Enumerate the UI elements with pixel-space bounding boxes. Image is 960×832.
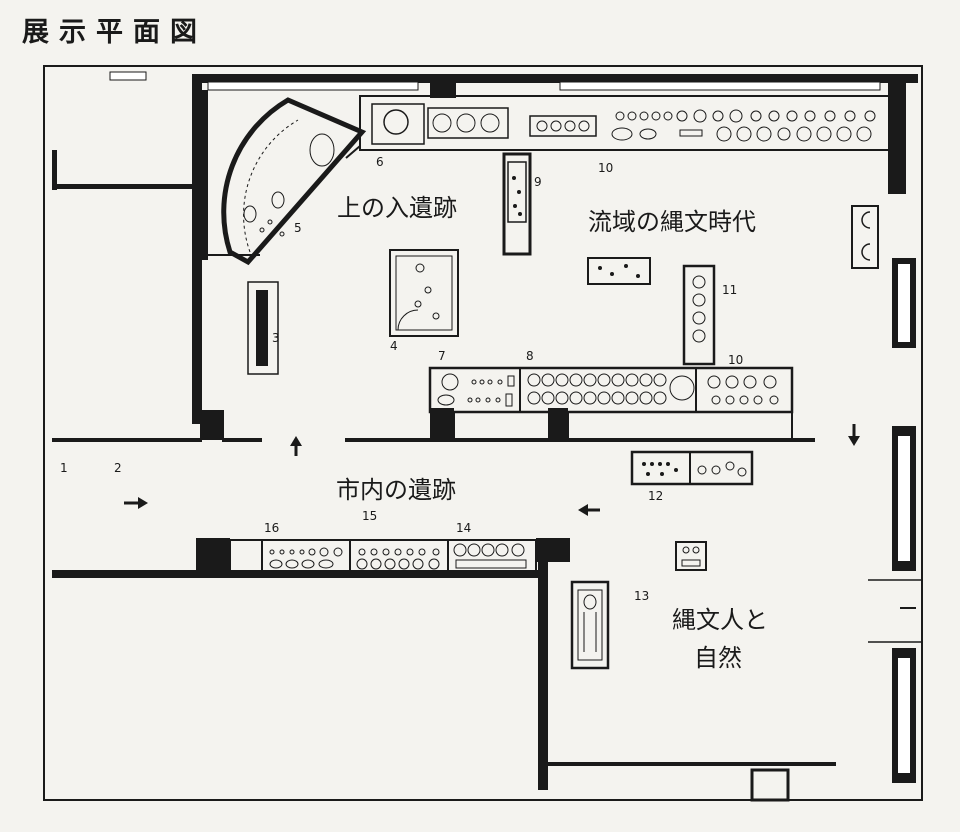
right-window-1-glass xyxy=(898,264,910,342)
area-kaminoiri: 上の入遺跡 xyxy=(337,194,457,222)
lower-vertical-wall xyxy=(538,560,548,790)
top-wall xyxy=(200,74,918,83)
case-row-7-8-10 xyxy=(428,366,794,414)
exhibit-number: 12 xyxy=(648,489,663,503)
outer-boundary xyxy=(43,65,923,801)
exhibit-number: 15 xyxy=(362,509,377,523)
exhibit-number: 6 xyxy=(376,155,384,169)
flow-arrows xyxy=(124,424,860,516)
left-partition xyxy=(192,74,202,424)
left-room-wall xyxy=(52,184,194,189)
exhibit-number: 10 xyxy=(728,353,743,367)
exhibit-number: 1 xyxy=(60,461,68,475)
corridor-wall-left-2 xyxy=(222,438,262,442)
case-right-wall xyxy=(851,205,879,269)
case-3 xyxy=(247,281,279,375)
exhibit-number: 3 xyxy=(272,331,280,345)
exhibit-number: 8 xyxy=(526,349,534,363)
case-top-b xyxy=(427,107,509,139)
pillar-left xyxy=(200,410,224,440)
exhibit-number: 9 xyxy=(534,175,542,189)
lower-pillar-right xyxy=(536,538,570,562)
case-9 xyxy=(502,152,532,256)
plan-title: 展示平面図 xyxy=(22,17,207,48)
area-jomonjin-line2: 自然 xyxy=(694,644,742,672)
exhibit-number: 2 xyxy=(114,461,122,475)
case-13-tall xyxy=(570,580,610,670)
exhibit-number: 5 xyxy=(294,221,302,235)
right-window-2-glass xyxy=(898,436,910,561)
top-case-row xyxy=(359,95,891,151)
lower-wall xyxy=(52,570,542,578)
top-pillar xyxy=(430,74,456,98)
case-10-objects xyxy=(611,109,876,142)
exhibit-number: 16 xyxy=(264,521,279,535)
case-4 xyxy=(389,249,459,337)
case-row-14-15-16 xyxy=(229,539,537,573)
case-5-curved xyxy=(221,97,367,266)
exhibit-number: 13 xyxy=(634,589,649,603)
bottom-door xyxy=(750,768,790,802)
right-window-3-glass xyxy=(898,658,910,773)
case-6 xyxy=(371,103,425,145)
left-room-stub xyxy=(52,150,57,190)
case-5-objects xyxy=(243,133,335,237)
exhibit-number: 4 xyxy=(390,339,398,353)
case-11 xyxy=(682,264,716,366)
case-12 xyxy=(630,450,754,486)
case-centre xyxy=(587,257,651,285)
area-shinai: 市内の遺跡 xyxy=(336,476,456,504)
left-top-window xyxy=(109,71,147,81)
case-top-c xyxy=(529,115,597,137)
corridor-wall-left xyxy=(52,438,202,442)
exhibit-number: 11 xyxy=(722,283,737,297)
right-wall-top xyxy=(888,74,906,194)
case-13-small xyxy=(675,541,707,571)
lower-pillar-left xyxy=(196,538,230,572)
top-window-2 xyxy=(559,81,881,91)
exhibit-number: 10 xyxy=(598,161,613,175)
top-window-1 xyxy=(207,81,419,91)
exhibit-number: 14 xyxy=(456,521,471,535)
area-ryuiki: 流域の縄文時代 xyxy=(588,208,756,236)
inner-left-wall xyxy=(202,90,208,260)
area-jomonjin-line1: 縄文人と xyxy=(672,606,768,634)
exhibit-number: 7 xyxy=(438,349,446,363)
bottom-wall xyxy=(540,762,836,766)
